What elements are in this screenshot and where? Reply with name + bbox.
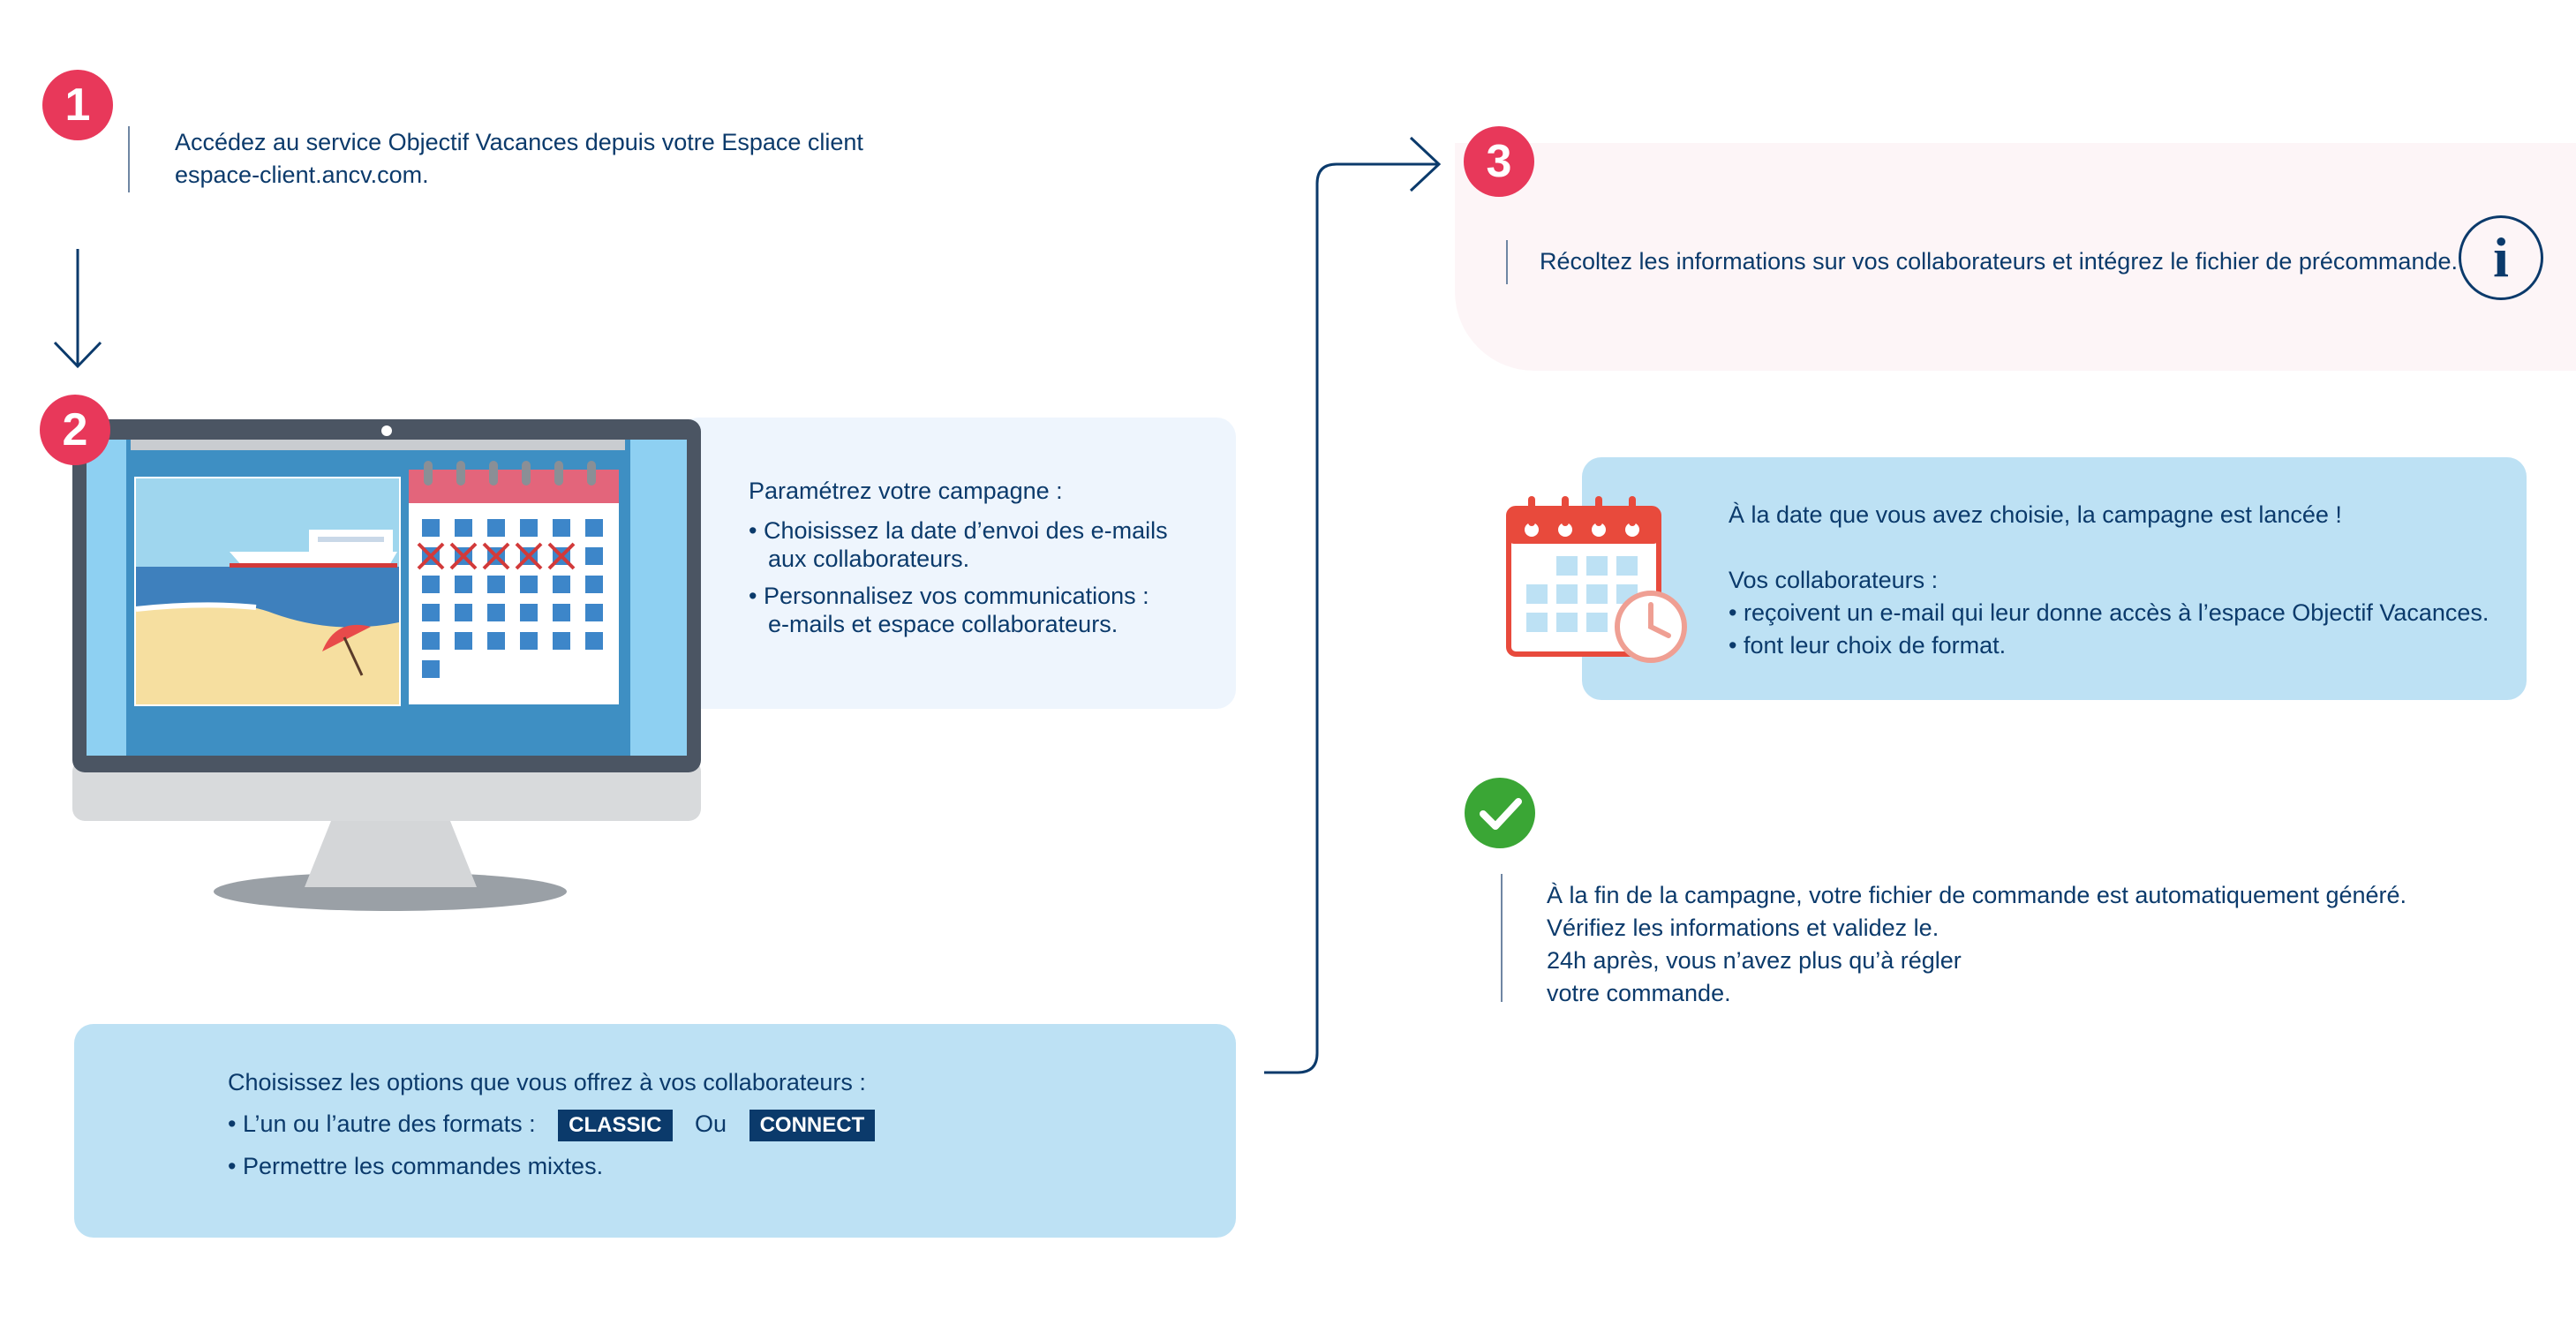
step-2-options-text: Choisissez les options que vous offrez à… [228, 1066, 876, 1183]
step-1-divider [128, 126, 130, 192]
end-line-2: Vérifiez les informations et validez le. [1547, 915, 1940, 941]
step-1-line-2: espace-client.ancv.com. [175, 162, 429, 188]
launch-line-1: À la date que vous avez choisie, la camp… [1729, 501, 2342, 528]
options-heading: Choisissez les options que vous offrez à… [228, 1069, 866, 1095]
step-3-end-divider [1501, 874, 1503, 1002]
step-2-campaign-panel [680, 418, 1236, 709]
campaign-bullet-2: • Personnalisez vos communications : [749, 583, 1149, 609]
campaign-bullet-1: • Choisissez la date d’envoi des e-mails [749, 517, 1168, 544]
options-formats-row: • L’un ou l’autre des formats : CLASSIC … [228, 1108, 876, 1141]
end-line-1: À la fin de la campagne, votre fichier d… [1547, 882, 2407, 908]
step-1-line-1: Accédez au service Objectif Vacances dep… [175, 129, 863, 155]
format-connect-tag: CONNECT [749, 1109, 876, 1141]
launch-line-4: • font leur choix de format. [1729, 632, 2007, 659]
launch-line-3: • reçoivent un e-mail qui leur donne acc… [1729, 599, 2489, 626]
step-3-launch-text: À la date que vous avez choisie, la camp… [1729, 499, 2489, 662]
step-2-campaign-text: Paramétrez votre campagne : • Choisissez… [749, 475, 1168, 638]
format-classic-tag: CLASSIC [558, 1109, 673, 1141]
end-line-4: votre commande. [1547, 980, 1731, 1006]
campaign-heading: Paramétrez votre campagne : [749, 478, 1063, 504]
options-mixed: • Permettre les commandes mixtes. [228, 1152, 604, 1179]
step-1-text: Accédez au service Objectif Vacances dep… [175, 126, 863, 192]
step-3-badge: 3 [1464, 126, 1534, 197]
end-line-3: 24h après, vous n’avez plus qu’à régler [1547, 947, 1962, 974]
options-formats-label: • L’un ou l’autre des formats : [228, 1110, 536, 1137]
step-3-divider [1506, 240, 1508, 284]
step-1-badge: 1 [42, 70, 113, 140]
campaign-bullet-2b: e-mails et espace collaborateurs. [768, 611, 1119, 637]
calendar-clock-icon [1506, 496, 1687, 663]
step-3-header-panel [1455, 143, 2576, 371]
step-3-text: Récoltez les informations sur vos collab… [1540, 248, 2458, 275]
launch-line-2: Vos collaborateurs : [1729, 567, 1939, 593]
step-2-badge: 2 [40, 395, 110, 465]
format-or-word: Ou [695, 1110, 727, 1137]
campaign-bullet-1b: aux collaborateurs. [768, 546, 970, 572]
computer-illustration [72, 419, 701, 911]
arrow-down-icon [53, 249, 102, 369]
step-3-launch-panel [1582, 457, 2527, 700]
step-3-end-text: À la fin de la campagne, votre fichier d… [1547, 879, 2407, 1010]
check-icon [1465, 778, 1535, 848]
arrow-right-icon [1264, 136, 1442, 1074]
info-icon: i [2459, 215, 2543, 300]
